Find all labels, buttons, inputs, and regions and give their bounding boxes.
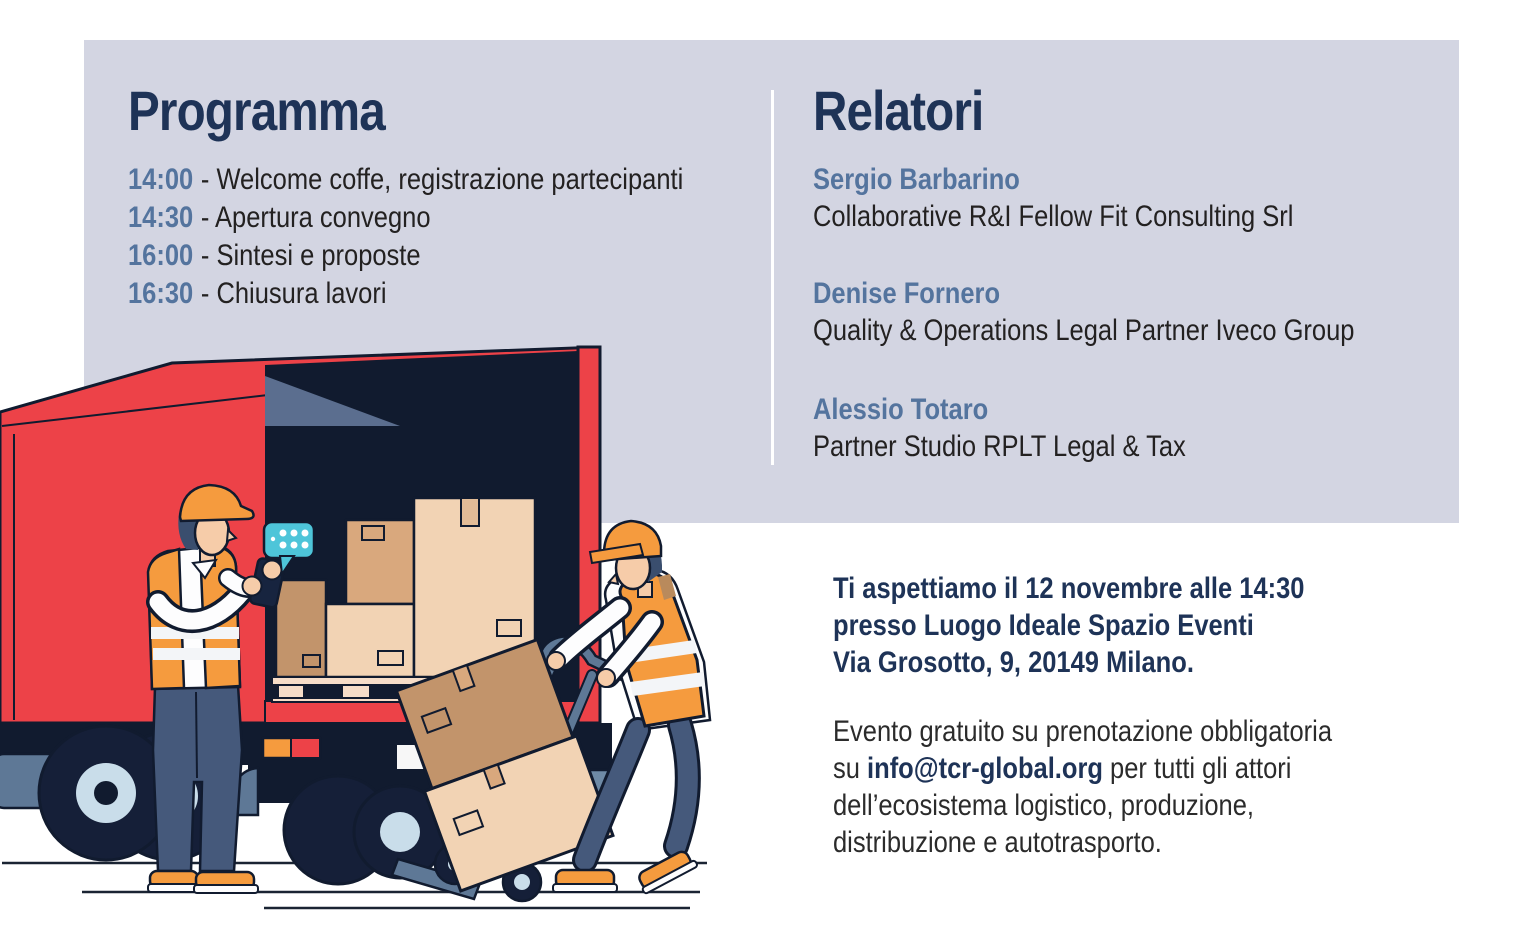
- contact-email[interactable]: info@tcr-global.org: [867, 752, 1103, 785]
- speaker-item: Denise Fornero Quality & Operations Lega…: [813, 275, 1354, 349]
- schedule-time: 14:00: [128, 163, 194, 196]
- schedule-text: - Apertura convegno: [200, 201, 431, 234]
- speaker-role: Collaborative R&I Fellow Fit Consulting …: [813, 200, 1294, 233]
- speaker-item: Alessio Totaro Partner Studio RPLT Legal…: [813, 391, 1186, 465]
- column-divider: [771, 90, 774, 465]
- speaker-role: Quality & Operations Legal Partner Iveco…: [813, 314, 1355, 347]
- schedule-item: 14:00- Welcome coffe, registrazione part…: [128, 161, 683, 199]
- hand-truck-boxes: [394, 637, 615, 893]
- speech-bubble-icon: [262, 520, 316, 577]
- invite-line: Via Grosotto, 9, 20149 Milano.: [833, 646, 1194, 679]
- speaker-role: Partner Studio RPLT Legal & Tax: [813, 430, 1186, 463]
- schedule-time: 16:30: [128, 277, 194, 310]
- speaker-name: Sergio Barbarino: [813, 163, 1020, 196]
- worker-right: [546, 519, 712, 895]
- invite-line: Ti aspettiamo il 12 novembre alle 14:30: [833, 572, 1305, 605]
- worker-left: [146, 483, 316, 894]
- schedule-text: - Welcome coffe, registrazione partecipa…: [200, 163, 684, 196]
- schedule-text: - Chiusura lavori: [200, 277, 387, 310]
- speaker-name: Alessio Totaro: [813, 393, 989, 426]
- info-line: su info@tcr-global.org per tutti gli att…: [833, 750, 1332, 787]
- info-prefix: su: [833, 752, 868, 785]
- schedule-item: 16:30- Chiusura lavori: [128, 275, 683, 313]
- schedule-item: 14:30- Apertura convegno: [128, 199, 683, 237]
- invite-line: presso Luogo Ideale Spazio Eventi: [833, 609, 1254, 642]
- truck-loading-illustration: [0, 345, 712, 910]
- program-title: Programma: [128, 79, 386, 142]
- schedule-item: 16:00- Sintesi e proposte: [128, 237, 683, 275]
- hand-truck: [390, 635, 645, 903]
- registration-info: Evento gratuito su prenotazione obbligat…: [833, 713, 1332, 861]
- schedule-time: 16:00: [128, 239, 194, 272]
- program-schedule: 14:00- Welcome coffe, registrazione part…: [128, 161, 683, 313]
- speaker-item: Sergio Barbarino Collaborative R&I Fello…: [813, 161, 1293, 235]
- info-line: dell’ecosistema logistico, produzione,: [833, 789, 1254, 822]
- info-suffix: per tutti gli attori: [1102, 752, 1292, 785]
- speaker-name: Denise Fornero: [813, 277, 1001, 310]
- info-line: distribuzione e autotrasporto.: [833, 826, 1162, 859]
- speakers-title: Relatori: [813, 79, 984, 142]
- schedule-time: 14:30: [128, 201, 194, 234]
- event-invitation: Ti aspettiamo il 12 novembre alle 14:30 …: [833, 570, 1304, 681]
- schedule-text: - Sintesi e proposte: [200, 239, 421, 272]
- info-line: Evento gratuito su prenotazione obbligat…: [833, 715, 1333, 748]
